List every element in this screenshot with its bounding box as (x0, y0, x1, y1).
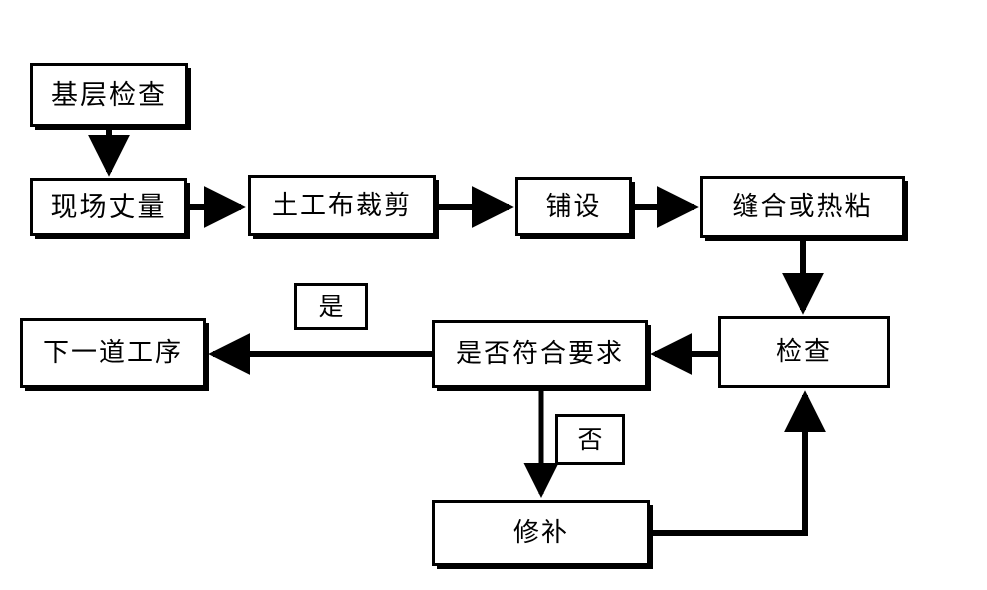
node-seam-bond-label: 缝合或热粘 (732, 192, 873, 222)
node-lay-down[interactable]: 铺设 (515, 177, 632, 236)
node-decision-requirements[interactable]: 是否符合要求 (432, 320, 648, 388)
node-cut-fabric[interactable]: 土工布裁剪 (248, 175, 436, 236)
node-next-process-label: 下一道工序 (42, 338, 183, 368)
node-next-process[interactable]: 下一道工序 (20, 318, 206, 388)
edge-label-yes-text: 是 (318, 292, 344, 321)
node-lay-down-label: 铺设 (545, 191, 602, 222)
node-site-measure-label: 现场丈量 (50, 191, 167, 223)
node-repair-label: 修补 (512, 518, 569, 548)
node-inspect-label: 检查 (775, 337, 832, 367)
node-decision-label: 是否符合要求 (455, 339, 624, 369)
node-base-check[interactable]: 基层检查 (30, 63, 188, 127)
edge-label-yes: 是 (294, 283, 368, 330)
edge-label-no: 否 (555, 414, 625, 465)
node-inspect[interactable]: 检查 (718, 316, 890, 388)
edge-repair-to-inspect (650, 390, 826, 536)
node-cut-fabric-label: 土工布裁剪 (271, 190, 412, 221)
node-repair[interactable]: 修补 (432, 500, 650, 566)
node-site-measure[interactable]: 现场丈量 (30, 178, 187, 236)
edge-label-no-text: 否 (577, 425, 603, 454)
node-base-check-label: 基层检查 (51, 79, 167, 111)
node-seam-bond[interactable]: 缝合或热粘 (700, 176, 905, 238)
